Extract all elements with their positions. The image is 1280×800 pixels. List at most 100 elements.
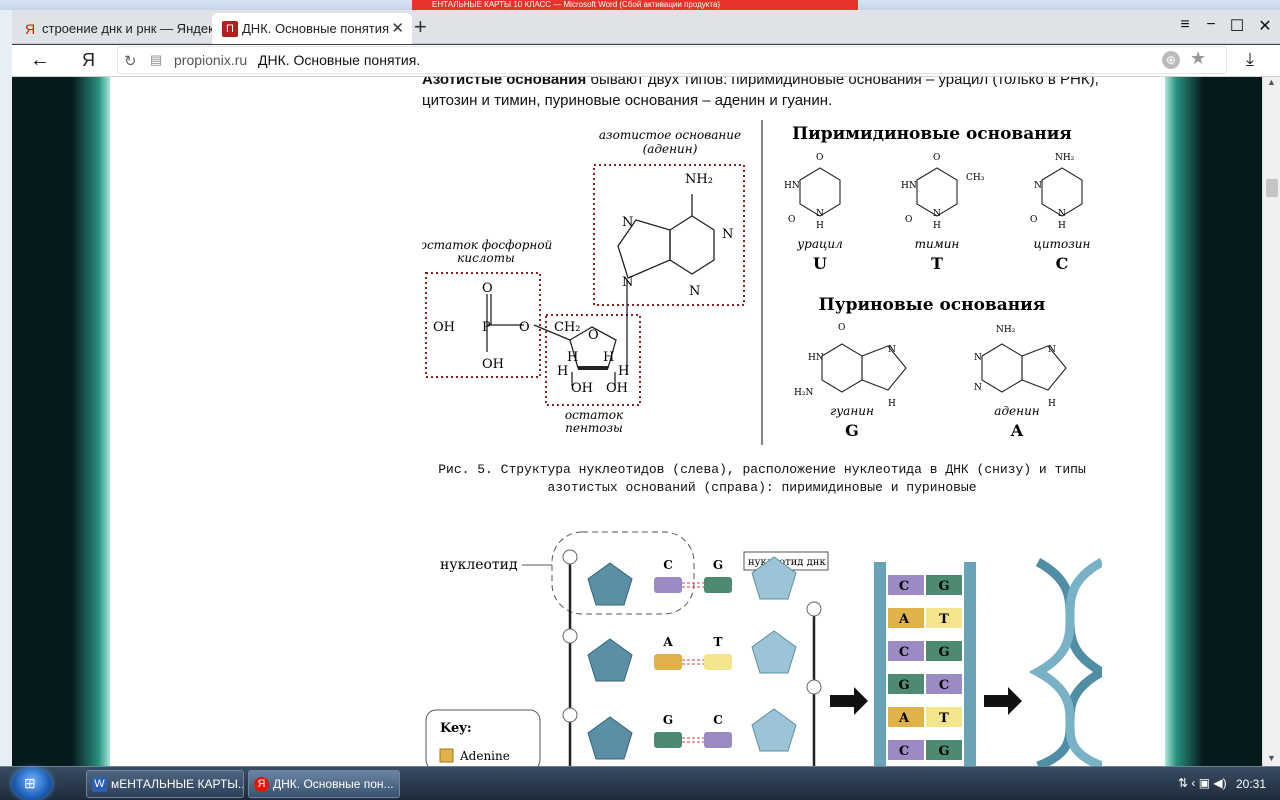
rung-letter-right: G (938, 579, 949, 594)
system-tray[interactable]: ⇅ ‹ ▣ ◀) (1178, 776, 1227, 790)
address-bar: ← Я ↻ ▤ propionix.ru ДНК. Основные понят… (12, 45, 1280, 77)
new-tab-button[interactable]: + (414, 14, 427, 39)
arrow-to-helix-icon (984, 687, 1022, 715)
taskbar-word[interactable]: W мЕНТАЛЬНЫЕ КАРТЫ... (86, 770, 244, 798)
close-tab-icon[interactable]: ✕ (391, 20, 404, 37)
tab-dna-page[interactable]: П ДНК. Основные понятия ✕ (212, 13, 412, 44)
svg-text:N: N (974, 383, 982, 393)
label-pentose: остаток (565, 408, 624, 422)
adenine-letter: A (1010, 421, 1024, 440)
reload-icon[interactable]: ↻ (124, 53, 137, 70)
ladder-rail-left (874, 562, 886, 766)
base-left-letter: C (663, 558, 673, 572)
figure-caption: Рис. 5. Структура нуклеотидов (слева), р… (438, 462, 1086, 495)
download-icon[interactable]: ⤓ (1246, 49, 1254, 69)
key-box (425, 709, 541, 766)
rung-letter-right: T (939, 612, 949, 627)
svg-text:N: N (1048, 345, 1056, 355)
tab-label: ДНК. Основные понятия (242, 21, 390, 36)
taskbar-label: ДНК. Основные пон... (273, 777, 394, 791)
url-domain[interactable]: propionix.ru (174, 52, 248, 68)
svg-text:N: N (722, 227, 733, 242)
maximize-button[interactable]: ☐ (1229, 18, 1245, 35)
svg-text:N: N (1034, 181, 1042, 191)
scrollbar-thumb[interactable] (1266, 179, 1278, 197)
pyrimidine-rings (799, 167, 1083, 393)
tab-label: строение днк и рнк — Яндекс (42, 21, 212, 36)
minimize-button[interactable]: − (1206, 16, 1216, 33)
svg-text:H: H (1048, 399, 1056, 409)
pentose-box (545, 314, 641, 406)
word-title-bar: ЕНТАЛЬНЫЕ КАРТЫ 10 КЛАСС — Microsoft Wor… (412, 0, 858, 10)
arrow-to-ladder-icon (830, 687, 868, 715)
svg-text:H: H (618, 364, 629, 379)
label-pentose2: пентозы (565, 421, 623, 435)
base-right-letter: C (713, 713, 723, 727)
label-adenine-paren: (аденин) (643, 142, 698, 156)
scroll-down-icon[interactable]: ▼ (1267, 753, 1276, 763)
protect-icon[interactable]: ⊕ (1162, 51, 1180, 69)
tooltip-text: нуклеотид днк (748, 557, 826, 568)
svg-text:N: N (1058, 209, 1066, 219)
base-right (704, 732, 732, 748)
base-left (654, 732, 682, 748)
close-window-button[interactable]: ✕ (1258, 18, 1272, 35)
page-info-icon[interactable]: ▤ (150, 52, 163, 67)
intro-bold-term: Азотистые основания (422, 77, 587, 88)
url-field[interactable] (117, 46, 1227, 74)
svg-text:O: O (816, 153, 823, 163)
rung-letter-right: G (938, 645, 949, 660)
svg-text:N: N (689, 284, 700, 299)
svg-text:H: H (567, 350, 578, 365)
bookmark-star-icon[interactable]: ★ (1190, 48, 1207, 68)
windows-taskbar: ⊞ W мЕНТАЛЬНЫЕ КАРТЫ... Я ДНК. Основные … (0, 766, 1280, 800)
sugar-pentagons-right (751, 556, 797, 752)
rung-letter-left: C (899, 744, 909, 759)
uracil-letter: U (813, 254, 827, 273)
rung-base-right (926, 608, 962, 628)
svg-text:N: N (933, 209, 941, 219)
base-box (593, 164, 745, 306)
cytosine-label: цитозин (1034, 237, 1091, 251)
base-right-letter: G (713, 558, 723, 572)
svg-text:N: N (622, 215, 633, 230)
clock: 20:31 (1236, 777, 1267, 791)
tab-yandex-search[interactable]: Я строение днк и рнк — Яндекс (12, 13, 212, 44)
svg-text:NH₂: NH₂ (996, 325, 1016, 335)
rung-base-left (888, 608, 924, 628)
svg-text:P: P (482, 320, 491, 335)
adenine-label: аденин (994, 404, 1039, 418)
rung-letter-left: C (899, 645, 909, 660)
svg-text:O: O (933, 153, 940, 163)
svg-text:N: N (622, 275, 633, 290)
svg-text:N: N (888, 345, 896, 355)
taskbar-label: мЕНТАЛЬНЫЕ КАРТЫ... (111, 777, 244, 791)
scroll-up-icon[interactable]: ▲ (1267, 77, 1276, 87)
svg-text:NH₂: NH₂ (1055, 153, 1075, 163)
start-button[interactable]: ⊞ (12, 768, 52, 800)
menu-icon[interactable]: ≡ (1180, 16, 1190, 33)
rung-base-left (888, 674, 924, 694)
thymine-label: тимин (915, 237, 960, 251)
back-button[interactable]: ← (30, 49, 50, 71)
yandex-home-button[interactable]: Я (82, 50, 95, 70)
page-scrollbar[interactable]: ▲ ▼ (1262, 77, 1280, 766)
svg-text:O: O (838, 323, 845, 333)
svg-text:OH: OH (606, 381, 628, 396)
yandex-icon: Я (24, 21, 36, 37)
rung-letter-right: C (939, 678, 949, 693)
label-phosphate: остаток фосфорной (422, 238, 552, 252)
svg-text:OH: OH (571, 381, 593, 396)
url-page-title[interactable]: ДНК. Основные понятия. (258, 52, 421, 68)
taskbar-browser[interactable]: Я ДНК. Основные пон... (248, 770, 400, 798)
site-favicon-icon: П (222, 21, 238, 37)
base-left-letter: A (662, 635, 673, 649)
rung-letter-left: G (898, 678, 909, 693)
svg-text:NH₂: NH₂ (685, 172, 713, 187)
rung-base-right (926, 641, 962, 661)
